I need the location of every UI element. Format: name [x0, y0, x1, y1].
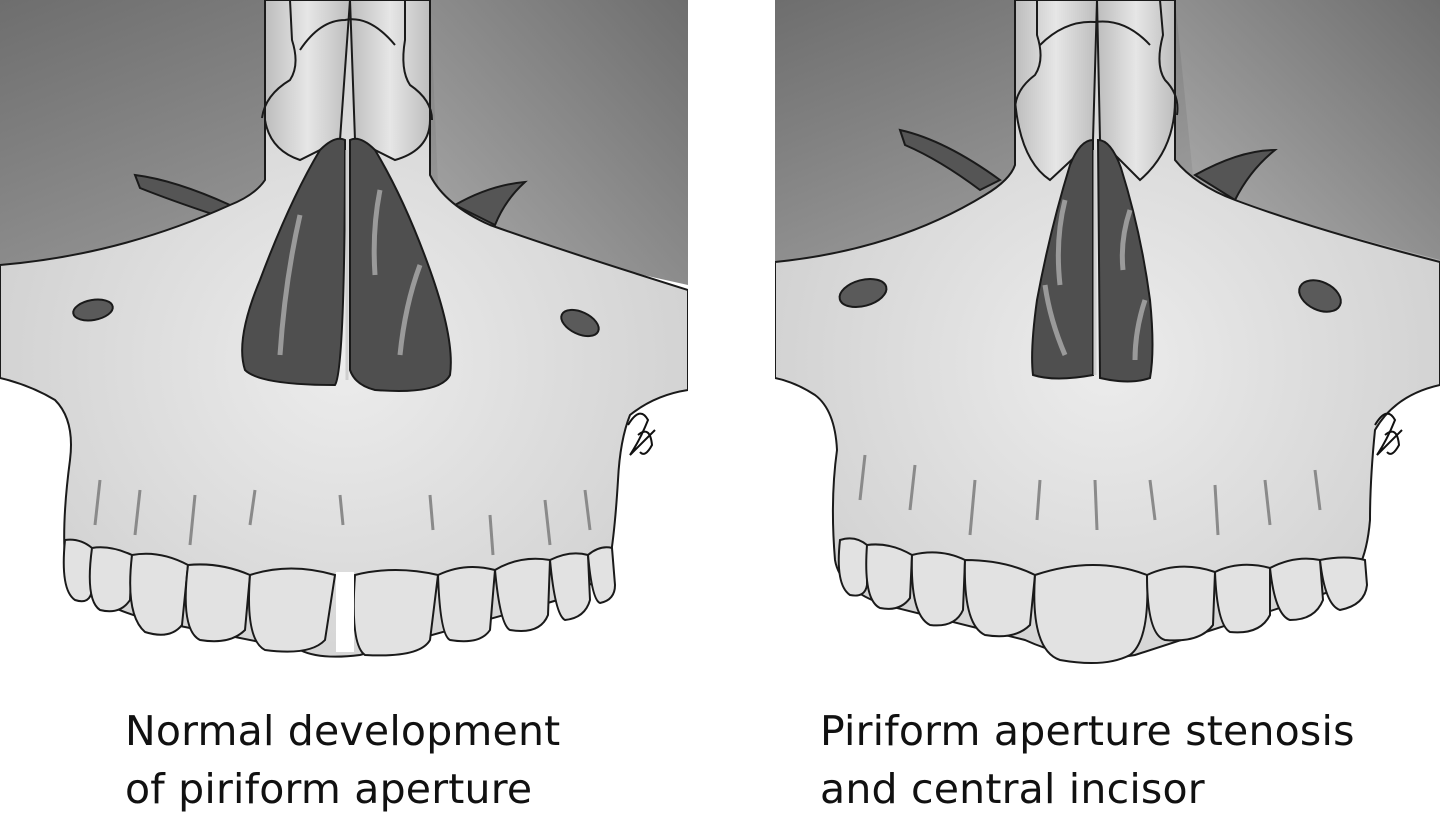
right-orbit-shadow: [1175, 0, 1440, 260]
right-infraorbital-foramen: [1298, 279, 1342, 313]
maxilla-bone: [0, 0, 688, 658]
right-nasal-bone: [1095, 0, 1176, 182]
right-orbital-spur: [452, 180, 528, 227]
right-orbital-spur: [1193, 148, 1278, 202]
dentition: [837, 537, 1369, 664]
normal-caption-line-1: Normal development: [125, 707, 561, 755]
normal-aperture-illustration: [0, 0, 688, 690]
central-incisor: [1033, 564, 1149, 664]
left-nasal-cavity-narrow: [1031, 138, 1094, 380]
central-diastema: [336, 572, 354, 652]
artist-signature: [1374, 412, 1403, 456]
stenosis-aperture-illustration: [775, 0, 1440, 690]
stenosis-skull-drawing: [775, 0, 1440, 664]
left-infraorbital-foramen: [72, 298, 114, 322]
right-nasal-cavity: [349, 137, 452, 392]
right-infraorbital-foramen: [560, 308, 600, 338]
stenosis-caption: Piriform aperture stenosis and central i…: [820, 702, 1355, 818]
normal-skull-drawing: [0, 0, 688, 658]
left-infraorbital-foramen: [838, 277, 888, 309]
left-nasal-bone: [264, 0, 352, 162]
left-orbital-spur: [898, 128, 1002, 192]
dentition: [62, 538, 617, 657]
artist-signature: [627, 412, 656, 456]
normal-caption: Normal development of piriform aperture: [125, 702, 560, 818]
left-nasal-cavity: [241, 137, 347, 387]
normal-caption-line-2: of piriform aperture: [125, 765, 533, 813]
stenosis-caption-line-2: and central incisor: [820, 765, 1205, 813]
stenosis-caption-line-1: Piriform aperture stenosis: [820, 707, 1355, 755]
right-nasal-bone: [348, 0, 431, 162]
